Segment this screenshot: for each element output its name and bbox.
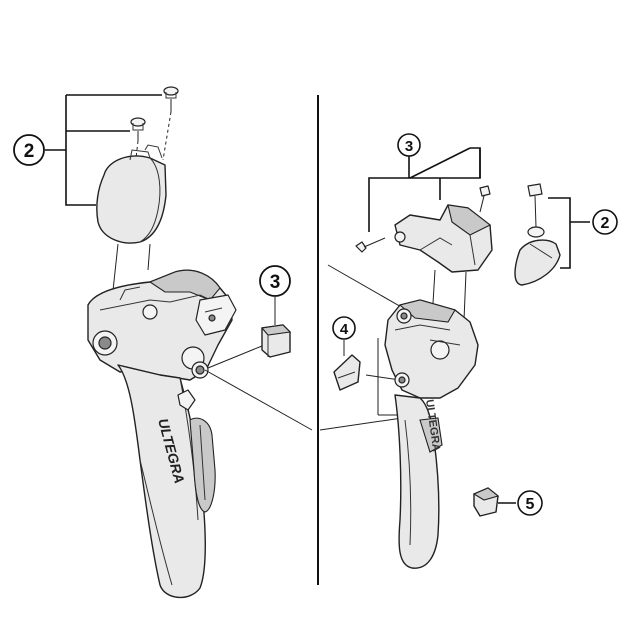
right-projection-lines xyxy=(319,264,467,431)
right-callout-3-leader xyxy=(368,147,481,232)
left-callout-2: 2 xyxy=(13,134,45,166)
left-callout-2-leader xyxy=(45,94,162,206)
right-callout-2-number: 2 xyxy=(601,215,610,232)
cushion-pad-icon xyxy=(260,324,292,358)
left-callout-3-number: 3 xyxy=(270,272,281,293)
name-plate-cover-icon xyxy=(96,144,167,244)
right-upper-mechanism xyxy=(394,204,493,273)
right-callout-3: 3 xyxy=(397,133,421,157)
right-callout-5: 5 xyxy=(517,490,543,516)
screw-icon xyxy=(479,185,491,213)
right-callout-2-leader xyxy=(548,197,590,269)
screw-icon xyxy=(163,86,179,112)
screw-icon xyxy=(355,237,386,253)
right-callout-4-number: 4 xyxy=(340,321,349,338)
screw-icon xyxy=(130,117,146,141)
cushion-pad-icon xyxy=(472,487,500,517)
right-callout-4: 4 xyxy=(332,316,356,340)
left-callout-2-number: 2 xyxy=(24,141,35,162)
shift-lever-icon: ULTEGRA xyxy=(87,269,237,599)
left-panel: 2 xyxy=(13,86,313,599)
shift-lever-icon: ULTEGRA xyxy=(384,299,479,569)
right-callout-3-number: 3 xyxy=(405,138,413,155)
left-callout-3: 3 xyxy=(259,265,291,297)
name-plate-cover-icon xyxy=(514,183,561,286)
right-callout-5-number: 5 xyxy=(526,496,535,513)
right-panel: 3 xyxy=(319,133,618,569)
right-callout-2: 2 xyxy=(592,209,618,235)
clip-icon xyxy=(333,340,361,391)
